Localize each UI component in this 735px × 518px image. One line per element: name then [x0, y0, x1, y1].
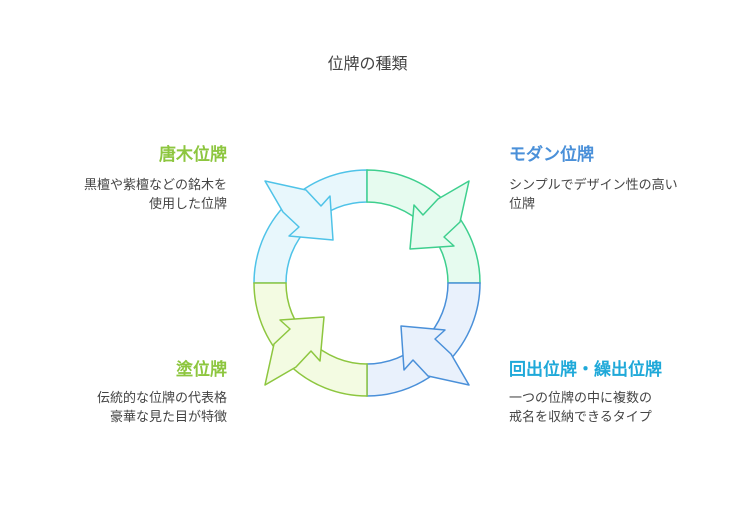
- desc-modern: シンプルでデザイン性の高い 位牌: [509, 176, 678, 214]
- desc-kuridashi-line2: 戒名を収納できるタイプ: [509, 410, 652, 425]
- heading-nuri: 塗位牌: [176, 360, 227, 380]
- desc-modern-line2: 位牌: [509, 197, 536, 212]
- arrow-top-right: [409, 180, 470, 250]
- heading-karaki: 唐木位牌: [159, 145, 227, 165]
- desc-nuri: 伝統的な位牌の代表格 豪華な見た目が特徴: [97, 389, 227, 427]
- desc-kuridashi: 一つの位牌の中に複数の 戒名を収納できるタイプ: [509, 389, 652, 427]
- diagram-title: 位牌の種類: [327, 54, 408, 73]
- desc-karaki: 黒檀や紫檀などの銘木を 使用した位牌: [84, 176, 227, 214]
- arrow-top-left: [264, 180, 334, 241]
- quadrant-bottom-left: [253, 282, 368, 397]
- heading-modern: モダン位牌: [509, 145, 594, 165]
- desc-nuri-line2: 豪華な見た目が特徴: [109, 410, 227, 425]
- desc-karaki-line1: 黒檀や紫檀などの銘木を: [83, 178, 227, 193]
- desc-modern-line1: シンプルでデザイン性の高い: [509, 178, 678, 193]
- desc-karaki-line2: 使用した位牌: [148, 197, 227, 212]
- arrow-bottom-left: [264, 316, 325, 386]
- desc-kuridashi-line1: 一つの位牌の中に複数の: [509, 391, 653, 406]
- arrow-bottom-right: [400, 325, 470, 386]
- desc-nuri-line1: 伝統的な位牌の代表格: [96, 391, 227, 406]
- heading-kuridashi: 回出位牌・繰出位牌: [509, 360, 662, 380]
